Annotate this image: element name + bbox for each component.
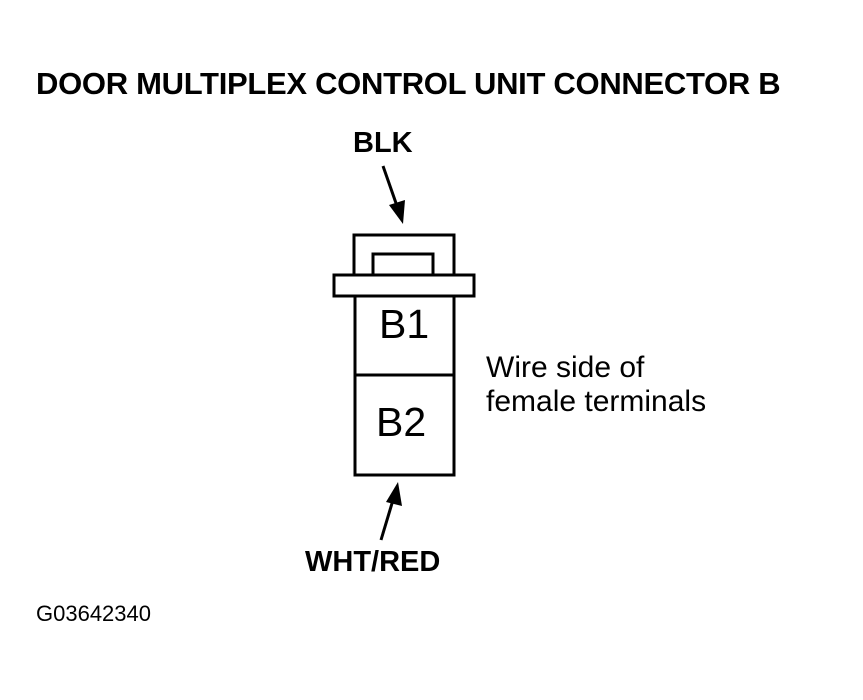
terminal-b1-label: B1 [379,301,430,347]
connector-flange [332,273,476,298]
terminal-b2-label: B2 [376,399,427,445]
top-wire-arrow [381,165,399,207]
top-arrowhead [389,200,405,224]
bottom-arrowhead [386,482,402,506]
figure-id: G03642340 [36,601,151,626]
note-line-2: female terminals [486,385,707,418]
note-line-1: Wire side of [486,351,645,384]
diagram-title: DOOR MULTIPLEX CONTROL UNIT CONNECTOR B [36,66,781,101]
wire-color-top-label: BLK [353,127,413,159]
connector-body [353,294,456,477]
wire-color-bottom-label: WHT/RED [305,546,441,578]
bottom-wire-arrow [379,499,395,541]
connector-lock-latch [371,252,435,277]
